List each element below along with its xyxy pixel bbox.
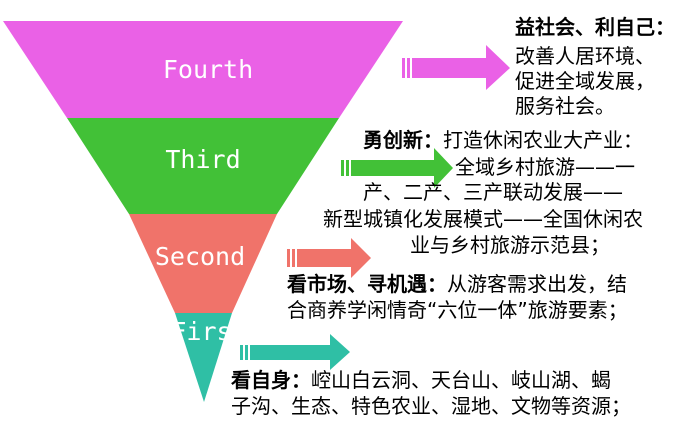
third-line: 产、二产、三产联动发展——: [363, 180, 623, 204]
third-heading: 勇创新：: [363, 128, 443, 152]
first-heading: 看自身：: [231, 368, 311, 392]
first-first-line-rest: 崆山白云洞、天台山、岐山湖、蝎: [311, 368, 611, 392]
arrow-fourth: [402, 45, 510, 90]
arrow-third: [341, 148, 453, 188]
first-line: 子沟、生态、特色农业、湿地、文物等资源；: [231, 394, 631, 418]
arrow-second-stripe: [287, 249, 290, 267]
arrow-second: [287, 238, 371, 278]
tier-first-band: [175, 313, 232, 402]
arrow-third-stripe: [346, 160, 349, 176]
arrow-third-body: [351, 148, 453, 188]
third-line: 新型城镇化发展模式——全国休闲农: [323, 207, 643, 231]
third-first-line: 勇创新：打造休闲农业大产业：: [363, 128, 643, 152]
tier-first-label: First: [171, 317, 247, 346]
fourth-line: 服务社会。: [515, 94, 615, 118]
third-line: 全域乡村旅游——一: [455, 155, 635, 179]
fourth-line: 改善人居环境、: [515, 44, 655, 68]
second-line: 合商养学闲情奇“六位一体”旅游要素；: [287, 298, 628, 322]
fourth-line: 促进全域发展，: [515, 69, 655, 93]
arrow-second-stripe: [292, 249, 295, 267]
third-first-line-rest: 打造休闲农业大产业：: [443, 128, 643, 152]
arrow-fourth-stripe: [407, 58, 410, 78]
tier-fourth-band: [3, 21, 403, 118]
third-line: 业与乡村旅游示范县；: [410, 233, 610, 257]
tier-second-band: [129, 214, 277, 313]
arrow-third-stripe: [341, 160, 344, 176]
tier-second-label: Second: [154, 242, 246, 271]
arrow-first: [240, 334, 350, 370]
second-heading: 看市场、寻机遇：: [287, 272, 447, 296]
arrow-first-stripe: [240, 345, 243, 360]
second-first-line-rest: 从游客需求出发，结: [447, 272, 627, 296]
first-first-line: 看自身：崆山白云洞、天台山、岐山湖、蝎: [231, 368, 611, 392]
tier-third-label: Third: [165, 145, 241, 174]
second-first-line: 看市场、寻机遇：从游客需求出发，结: [287, 272, 627, 296]
arrow-first-body: [250, 334, 350, 370]
arrow-fourth-body: [412, 45, 510, 90]
fourth-heading: 益社会、利自己：: [515, 15, 675, 39]
arrow-first-stripe: [245, 345, 248, 360]
arrow-second-body: [297, 238, 371, 278]
tier-third-band: [67, 118, 339, 214]
arrow-fourth-stripe: [402, 58, 405, 78]
tier-fourth-label: Fourth: [162, 55, 254, 84]
